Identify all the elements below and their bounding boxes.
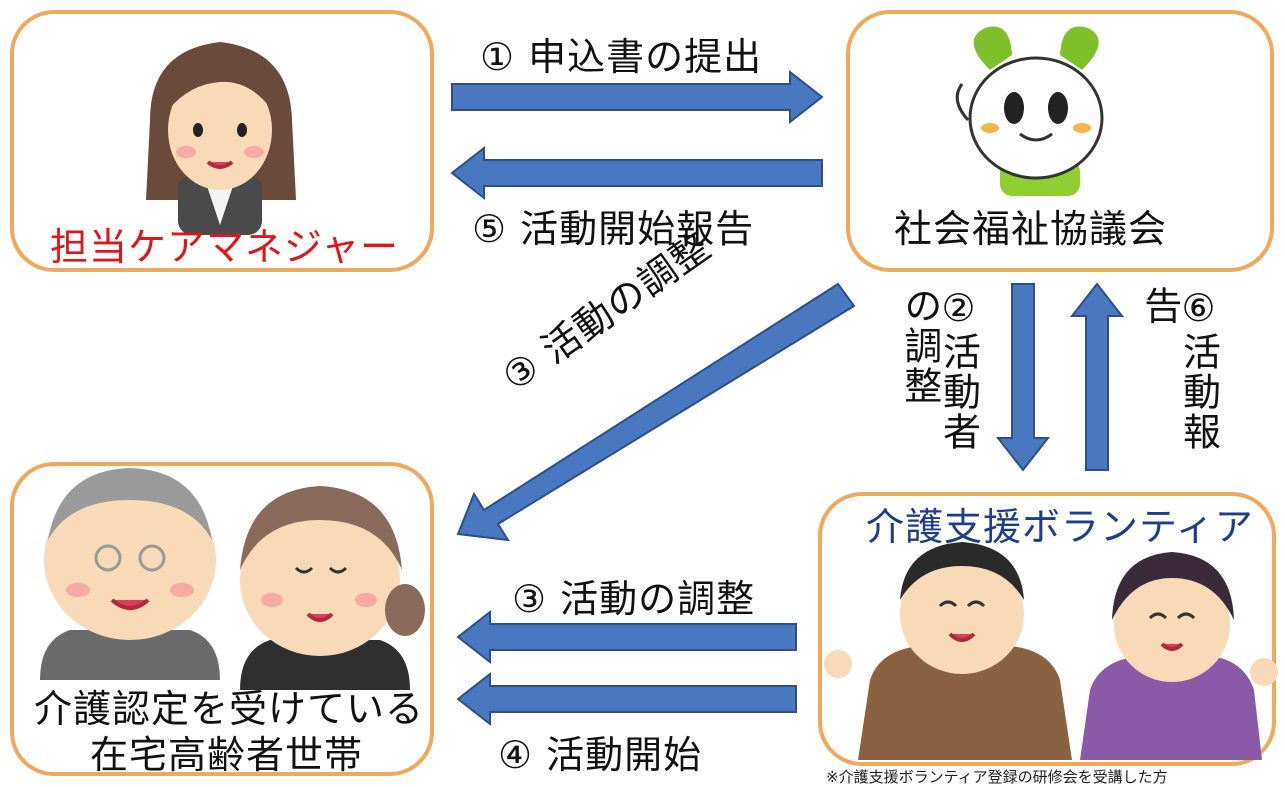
- arrow-coordinate-diagonal: [456, 282, 856, 542]
- council-mascot-illustration: [955, 26, 1104, 196]
- arrow-coordinate-bottom: [456, 609, 797, 665]
- volunteer-couple-illustration: [824, 542, 1278, 760]
- edge-label-activity-report: ⑥活動報告: [1137, 286, 1221, 452]
- arrow-start-activity: [456, 671, 797, 727]
- elderly-couple-illustration: [40, 468, 425, 690]
- edge-label-coordinate-bottom: ③ 活動の調整: [512, 577, 756, 621]
- arrow-start-report: [450, 145, 823, 201]
- household-label-line1: 介護認定を受けている: [34, 687, 425, 731]
- edge-label-start-report: ⑤ 活動開始報告: [472, 207, 755, 251]
- edge-label-coordinate-volunteers: ②活動者の調整: [897, 286, 981, 452]
- footnote: ※介護支援ボランティア登録の研修会を受講した方: [826, 768, 1168, 786]
- household-label-line2: 在宅高齢者世帯: [90, 733, 364, 777]
- care-manager-label: 担当ケアマネジャー: [50, 225, 400, 269]
- arrows: [450, 69, 1125, 727]
- council-label: 社会福祉協議会: [894, 207, 1168, 251]
- arrow-submit-application: [451, 69, 824, 125]
- arrow-activity-report: [1069, 282, 1125, 471]
- care-manager-illustration: [146, 42, 296, 235]
- edge-label-start-activity: ④ 活動開始: [498, 733, 703, 777]
- volunteer-label: 介護支援ボランティア: [866, 505, 1254, 549]
- edge-label-submit-application: ① 申込書の提出: [480, 35, 763, 79]
- arrow-coordinate-volunteers: [995, 283, 1051, 472]
